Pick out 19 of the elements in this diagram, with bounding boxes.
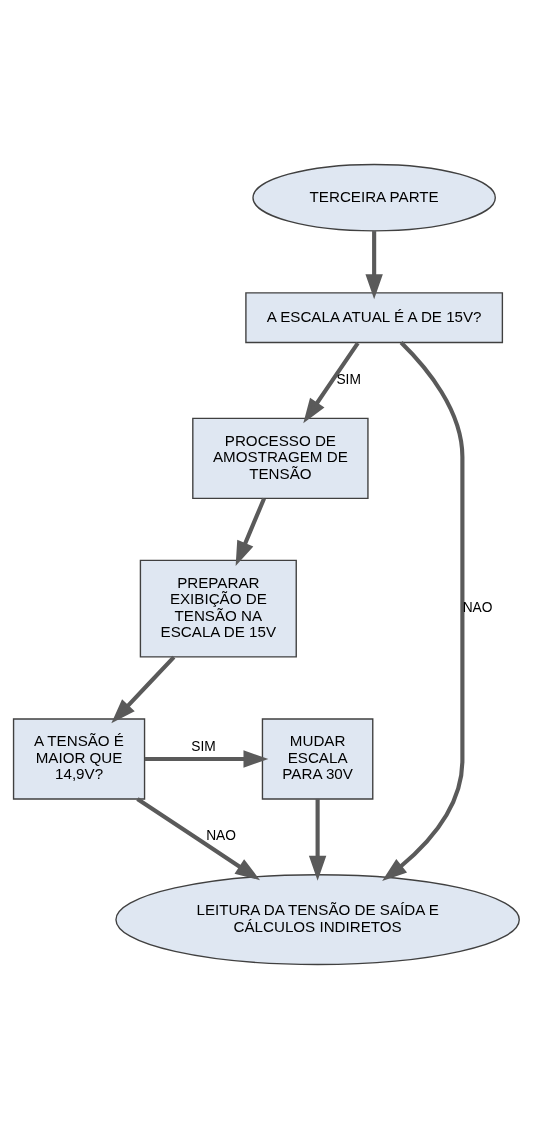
- edge-label: NAO: [206, 827, 237, 843]
- node-ellipse: LEITURA DA TENSÃO DE SAÍDA E CÁLCULOS INDIRETOS: [115, 873, 520, 965]
- arrow: [235, 497, 266, 566]
- edge-label: SIM: [336, 371, 361, 387]
- arrow: [144, 749, 269, 768]
- arrow: [303, 341, 360, 423]
- node-box: A ESCALA ATUAL É A DE 15V?: [245, 291, 504, 343]
- arrow: [111, 655, 176, 723]
- edge-label: SIM: [191, 738, 216, 754]
- arrow: [136, 796, 261, 880]
- arrow: [365, 230, 383, 299]
- arrow: [382, 340, 465, 881]
- node-box: A TENSÃO É MAIOR QUE 14,9V?: [12, 717, 146, 800]
- node-box: PREPARAR EXIBIÇÃO DE TENSÃO NA ESCALA DE 15V: [139, 559, 297, 658]
- node-box: PROCESSO DE AMOSTRAGEM DE TENSÃO: [192, 417, 369, 499]
- arrow: [308, 798, 327, 881]
- edge-label: NAO: [462, 599, 493, 615]
- node-ellipse: TERCEIRA PARTE: [252, 163, 496, 232]
- node-box: MUDAR ESCALA PARA 30V: [261, 717, 374, 800]
